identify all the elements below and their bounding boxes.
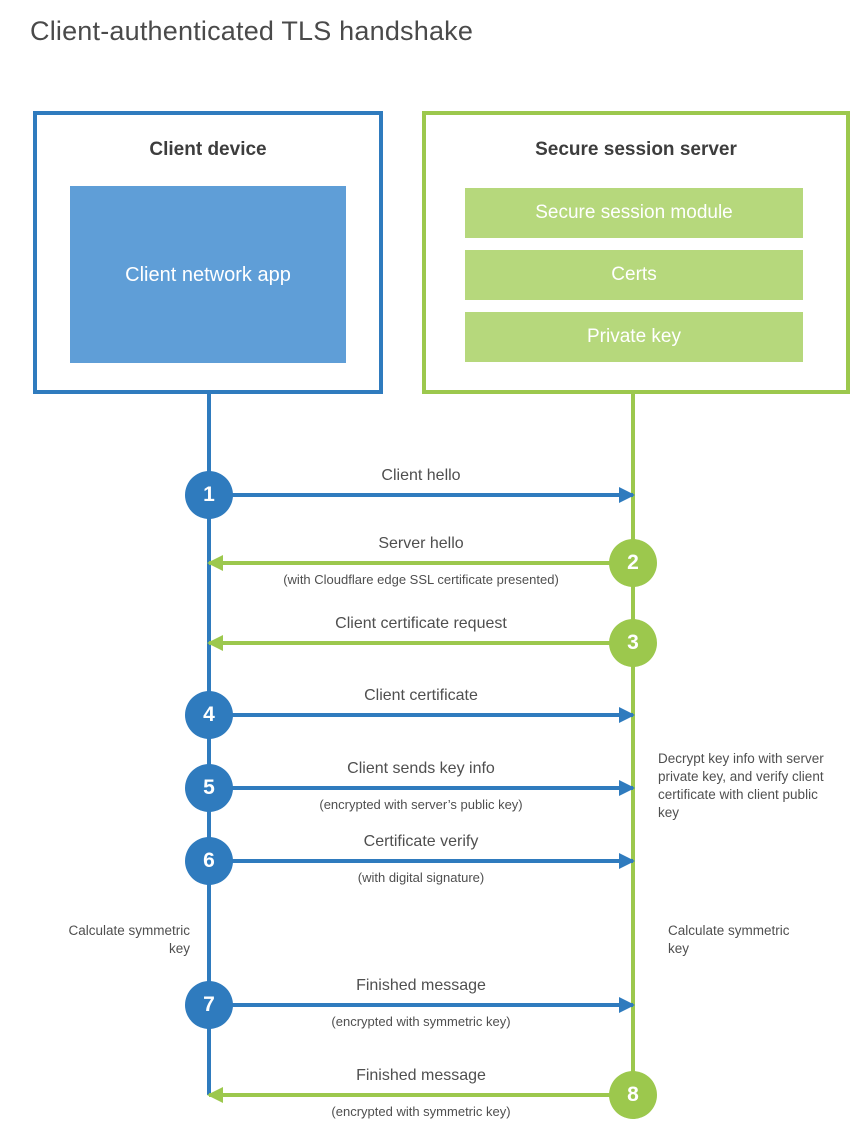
message-note-2: (with Cloudflare edge SSL certificate pr…: [283, 572, 559, 587]
secure-session-server-title: Secure session server: [535, 139, 737, 160]
arrowhead-right-icon: [619, 487, 635, 503]
arrow-finished-message-client: [209, 997, 635, 1013]
message-note-6: (with digital signature): [357, 870, 485, 885]
arrowhead-left-icon: [207, 635, 223, 651]
arrow-client-sends-key-info: [209, 780, 635, 796]
message-label-3: Client certificate request: [335, 615, 507, 632]
arrowhead-left-icon: [207, 1087, 223, 1103]
step-circle-2: 2: [609, 539, 657, 587]
message-label-8: Finished message: [356, 1067, 486, 1084]
arrow-server-hello: [207, 555, 633, 571]
step-circle-1: 1: [185, 471, 233, 519]
message-label-1: Client hello: [381, 467, 461, 484]
client-lifeline: [207, 392, 211, 1095]
step-circle-4: 4: [185, 691, 233, 739]
message-label-4: Client certificate: [364, 687, 478, 704]
server-module-private-key: Private key: [465, 312, 803, 362]
step-circle-7: 7: [185, 981, 233, 1029]
server-module-certs: Certs: [465, 250, 803, 300]
arrowhead-right-icon: [619, 780, 635, 796]
arrowhead-right-icon: [619, 707, 635, 723]
arrow-certificate-verify: [209, 853, 635, 869]
annotation-calculate-symmetric-key-client: Calculate symmetric key: [68, 923, 190, 956]
arrow-client-certificate: [209, 707, 635, 723]
arrow-finished-message-server: [207, 1087, 633, 1103]
message-note-8: (encrypted with symmetric key): [331, 1104, 511, 1119]
annotation-calculate-symmetric-key-server: Calculate symmetric key: [668, 923, 790, 956]
client-device-title: Client device: [149, 139, 267, 160]
client-network-app-box: Client network app: [70, 186, 346, 363]
step-circle-5: 5: [185, 764, 233, 812]
step-circle-6: 6: [185, 837, 233, 885]
arrowhead-right-icon: [619, 853, 635, 869]
arrow-client-hello: [209, 487, 635, 503]
message-note-7: (encrypted with symmetric key): [331, 1014, 511, 1029]
arrowhead-right-icon: [619, 997, 635, 1013]
message-note-5: (encrypted with server’s public key): [319, 797, 523, 812]
step-circle-3: 3: [609, 619, 657, 667]
annotation-decrypt-key-info: Decrypt key info with server private key…: [658, 751, 824, 820]
server-module-secure-session: Secure session module: [465, 188, 803, 238]
message-label-2: Server hello: [378, 535, 464, 552]
client-network-app-label: Client network app: [125, 263, 291, 286]
message-label-5: Client sends key info: [347, 760, 495, 777]
page-title: Client-authenticated TLS handshake: [30, 16, 474, 46]
arrow-client-certificate-request: [207, 635, 633, 651]
arrowhead-left-icon: [207, 555, 223, 571]
message-label-7: Finished message: [356, 977, 486, 994]
step-circle-8: 8: [609, 1071, 657, 1119]
message-label-6: Certificate verify: [363, 833, 479, 850]
server-lifeline: [631, 392, 635, 1100]
